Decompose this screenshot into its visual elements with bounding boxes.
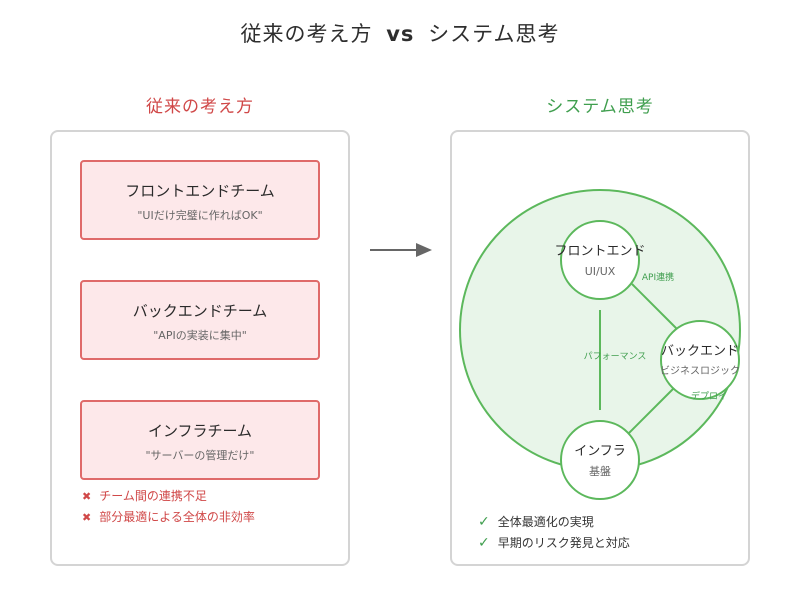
title-vs: vs	[386, 22, 415, 46]
title-right: システム思考	[428, 22, 560, 46]
team-box-infra: インフラチーム "サーバーの管理だけ"	[80, 400, 320, 480]
problem-text: 部分最適による全体の非効率	[99, 510, 255, 524]
node-infra-name: インフラ	[574, 444, 626, 459]
team-desc: "サーバーの管理だけ"	[145, 449, 255, 462]
team-name: バックエンドチーム	[132, 302, 268, 320]
node-backend	[660, 320, 740, 400]
benefit-item: ✓ 全体最適化の実現	[478, 513, 594, 530]
node-frontend-sub: UI/UX	[585, 265, 616, 278]
node-backend-sub: ビジネスロジック	[660, 365, 740, 377]
link-label-deploy: デプロイ	[691, 390, 727, 402]
node-backend-name: バックエンド	[661, 344, 739, 359]
problem-item: ✖ チーム間の連携不足	[82, 487, 207, 504]
team-desc: "APIの実装に集中"	[153, 329, 247, 342]
node-frontend	[560, 220, 640, 300]
team-box-backend: バックエンドチーム "APIの実装に集中"	[80, 280, 320, 360]
benefit-text: 早期のリスク発見と対応	[497, 536, 630, 550]
link-back-infra	[625, 385, 677, 437]
link-label-api: API連携	[642, 271, 674, 283]
system-diagram: フロントエンド UI/UX バックエンド ビジネスロジック インフラ 基盤 AP…	[459, 189, 741, 500]
cross-icon: ✖	[82, 490, 92, 503]
team-box-frontend: フロントエンドチーム "UIだけ完璧に作ればOK"	[80, 160, 320, 240]
node-frontend-name: フロントエンド	[554, 244, 645, 259]
link-label-performance: パフォーマンス	[584, 351, 647, 362]
node-infra-sub: 基盤	[589, 465, 611, 478]
benefit-text: 全体最適化の実現	[497, 515, 594, 529]
problem-text: チーム間の連携不足	[99, 489, 207, 503]
left-panel-title: 従来の考え方	[146, 97, 254, 117]
node-infra	[560, 420, 640, 500]
team-desc: "UIだけ完璧に作ればOK"	[137, 209, 263, 222]
check-icon: ✓	[478, 514, 490, 530]
right-panel-title: システム思考	[546, 97, 654, 117]
problem-item: ✖ 部分最適による全体の非効率	[82, 508, 255, 525]
check-icon: ✓	[478, 535, 490, 551]
page-title: 従来の考え方 vs システム思考	[0, 18, 800, 48]
title-left: 従来の考え方	[240, 22, 373, 46]
right-arrow-icon	[370, 243, 432, 257]
link-front-back	[631, 283, 683, 335]
cross-icon: ✖	[82, 511, 92, 524]
team-name: インフラチーム	[147, 422, 253, 440]
team-name: フロントエンドチーム	[125, 182, 275, 200]
benefit-item: ✓ 早期のリスク発見と対応	[478, 534, 630, 551]
